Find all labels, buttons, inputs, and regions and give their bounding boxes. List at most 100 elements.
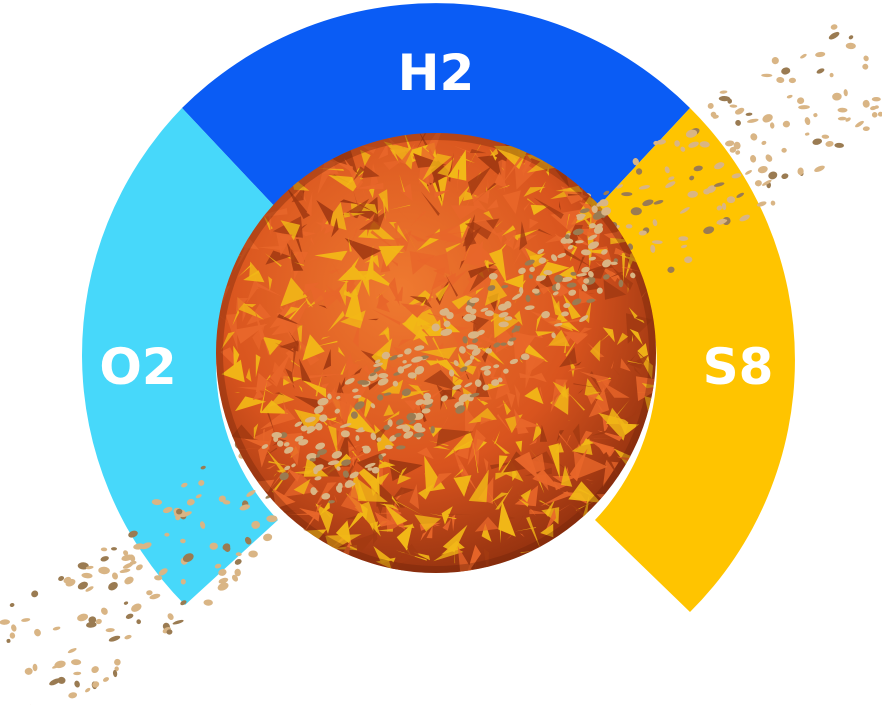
particle bbox=[589, 223, 596, 229]
particle bbox=[776, 76, 785, 84]
sphere-facet bbox=[533, 274, 554, 290]
particle bbox=[284, 465, 291, 471]
sphere-facet bbox=[602, 381, 630, 398]
particle bbox=[294, 435, 304, 442]
particle bbox=[342, 470, 349, 478]
particle bbox=[781, 67, 791, 75]
particle bbox=[837, 116, 847, 121]
sphere-facet bbox=[593, 388, 614, 399]
sphere-facet bbox=[341, 353, 354, 375]
particle bbox=[77, 581, 88, 590]
sphere-facet bbox=[514, 298, 518, 304]
sphere-facet bbox=[320, 218, 329, 233]
sphere-facet bbox=[361, 145, 377, 154]
particle bbox=[736, 192, 745, 198]
sphere-facet bbox=[400, 286, 403, 296]
sphere-facet bbox=[584, 260, 611, 262]
sphere-facet bbox=[515, 440, 523, 453]
sphere-facet bbox=[231, 424, 256, 441]
sphere-facet bbox=[384, 365, 401, 382]
sphere-facet bbox=[409, 233, 430, 242]
particle bbox=[750, 133, 758, 141]
sphere-facet bbox=[327, 425, 338, 457]
sphere-facet bbox=[400, 303, 428, 318]
particle bbox=[384, 444, 393, 450]
particle bbox=[498, 312, 509, 318]
particle bbox=[381, 351, 391, 360]
sphere-facet bbox=[362, 165, 380, 178]
particle bbox=[812, 138, 823, 145]
sphere-facet bbox=[388, 459, 423, 482]
sphere-facet bbox=[301, 379, 327, 398]
particle bbox=[263, 533, 273, 542]
sphere-facet bbox=[538, 500, 554, 509]
sphere-facet bbox=[457, 352, 468, 370]
particle bbox=[350, 411, 358, 419]
sphere-facet bbox=[427, 313, 447, 320]
sphere-facet bbox=[612, 267, 634, 291]
particle bbox=[782, 120, 790, 128]
particle bbox=[294, 421, 303, 427]
particle bbox=[601, 249, 608, 255]
particle bbox=[848, 35, 854, 40]
particle bbox=[588, 256, 597, 261]
particle bbox=[279, 432, 288, 439]
sphere-facet bbox=[448, 513, 472, 515]
particle bbox=[653, 140, 659, 146]
sphere-facet bbox=[514, 451, 539, 481]
sphere-facet bbox=[602, 414, 609, 434]
sphere-facet bbox=[532, 422, 543, 442]
sphere-facet bbox=[514, 384, 521, 408]
particle bbox=[837, 107, 848, 113]
particle bbox=[518, 267, 526, 275]
sphere-facet bbox=[421, 575, 429, 582]
sphere-facet bbox=[487, 199, 499, 210]
sphere-facet bbox=[355, 359, 366, 362]
sphere-facet bbox=[495, 485, 513, 510]
particle bbox=[761, 73, 773, 78]
sphere-facet bbox=[470, 311, 477, 332]
particle bbox=[414, 345, 425, 351]
sphere-facet bbox=[555, 313, 580, 332]
particle bbox=[251, 520, 261, 529]
sphere-facet bbox=[499, 526, 502, 544]
sphere-facet bbox=[327, 310, 345, 332]
sphere-facet bbox=[472, 437, 479, 474]
particle bbox=[555, 282, 561, 291]
particle bbox=[788, 77, 796, 84]
particle bbox=[588, 271, 594, 278]
sphere-facet bbox=[312, 537, 314, 540]
sphere-facet bbox=[620, 358, 631, 372]
sphere-facet bbox=[364, 255, 377, 263]
sphere-facet bbox=[404, 423, 416, 432]
sphere-facet bbox=[395, 208, 409, 220]
sphere-facet bbox=[286, 186, 311, 219]
sphere-facet bbox=[626, 354, 636, 365]
sphere-facet bbox=[491, 436, 494, 446]
particle bbox=[469, 355, 475, 360]
particle bbox=[825, 140, 834, 147]
sphere-facet bbox=[512, 251, 521, 268]
particle bbox=[224, 545, 231, 552]
particle bbox=[95, 618, 102, 625]
sphere-facet bbox=[375, 457, 405, 476]
particle bbox=[122, 562, 134, 569]
sphere-facet bbox=[376, 502, 383, 514]
particle bbox=[745, 170, 752, 175]
sphere-facet bbox=[464, 218, 500, 240]
sphere-facet bbox=[433, 524, 441, 527]
particle bbox=[632, 158, 639, 166]
particle bbox=[877, 111, 882, 117]
sphere-facet bbox=[602, 214, 605, 234]
sphere-facet bbox=[519, 372, 539, 378]
sphere-facet bbox=[354, 182, 384, 190]
sphere-facet bbox=[358, 479, 388, 503]
particle bbox=[108, 581, 118, 591]
particle bbox=[638, 185, 651, 190]
particle bbox=[431, 323, 440, 332]
sphere-facet bbox=[462, 228, 477, 247]
particle bbox=[32, 663, 38, 672]
sphere-facet bbox=[433, 472, 452, 489]
sphere-facet bbox=[246, 303, 271, 325]
particle bbox=[480, 307, 489, 312]
